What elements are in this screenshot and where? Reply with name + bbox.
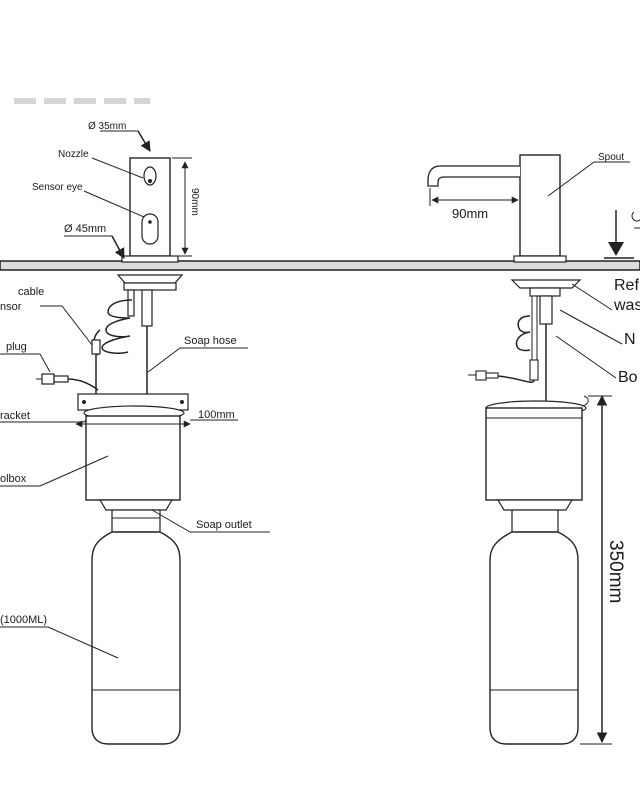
right-toolbox-container	[485, 407, 583, 501]
label-soap-hose: Soap hose	[184, 335, 237, 347]
nozzle-circle	[143, 166, 157, 186]
toolbox-container	[85, 415, 181, 501]
label-soap-outlet: Soap outlet	[196, 519, 252, 531]
label-bo: Bo	[618, 369, 638, 386]
right-view: Spout 90mm Ref was N Bo	[427, 152, 640, 745]
plug	[41, 373, 55, 385]
label-plug: plug	[6, 341, 27, 353]
label-refill-2: was	[613, 297, 640, 314]
dim-width: 100mm	[198, 409, 235, 421]
label-bottle: (1000ML)	[0, 614, 47, 626]
label-sensor-eye: Sensor eye	[32, 182, 83, 193]
left-view: Ø 35mm Nozzle Sensor eye 90mm Ø 45mm	[0, 121, 270, 745]
dim-height: 90mm	[189, 188, 200, 216]
soap-bottle	[91, 531, 181, 745]
label-refill-1: Ref	[614, 277, 639, 294]
countertop	[0, 260, 640, 271]
spout-arm	[427, 165, 520, 187]
spout-body	[519, 154, 561, 257]
label-cable-2: nsor	[0, 301, 22, 313]
label-cable-1: cable	[18, 286, 44, 298]
dim-base-diameter: Ø 45mm	[64, 223, 106, 235]
label-spout: Spout	[598, 152, 624, 163]
head-base-plate	[121, 255, 179, 263]
sensor-eye-window	[141, 213, 159, 245]
dim-nozzle-diameter: Ø 35mm	[88, 121, 126, 132]
dim-total-height: 350mm	[605, 540, 626, 603]
right-soap-bottle	[489, 531, 579, 745]
dim-spout-length: 90mm	[452, 206, 488, 221]
label-nut: N	[624, 331, 636, 348]
label-toolbox: olbox	[0, 473, 27, 485]
cropped-heading-remnant	[14, 98, 150, 104]
label-nozzle: Nozzle	[58, 149, 89, 160]
label-bracket: racket	[0, 410, 30, 422]
